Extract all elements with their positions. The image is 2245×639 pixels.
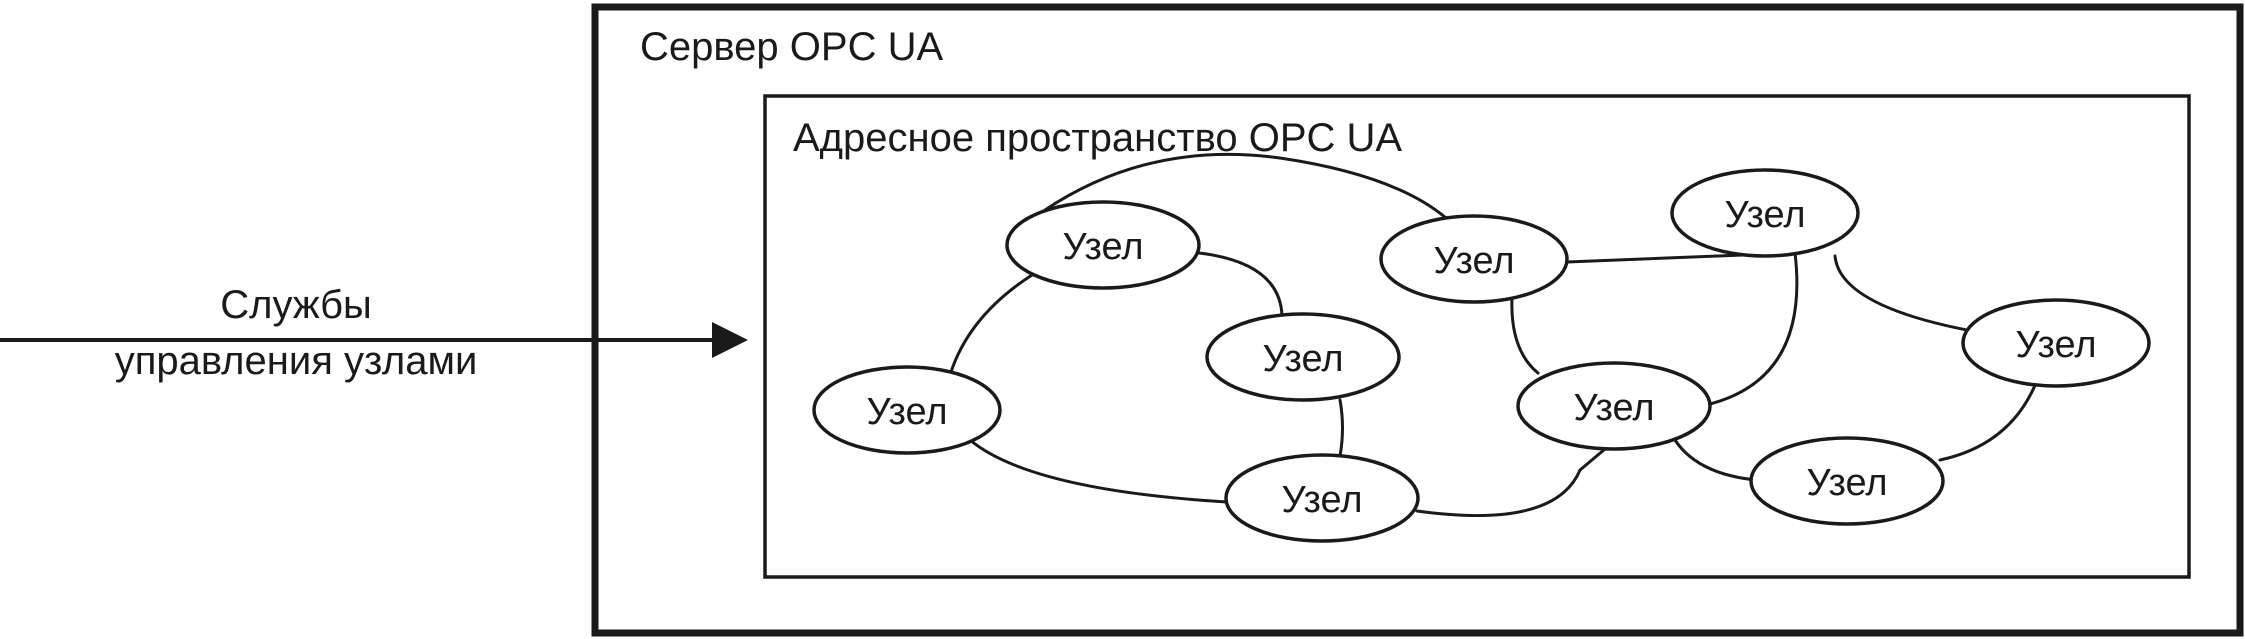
address-space-box xyxy=(763,94,2191,579)
edge-n6-n7 xyxy=(1510,296,1540,375)
node-shape xyxy=(1516,361,1712,451)
node-shape xyxy=(1005,200,1201,290)
services-arrow xyxy=(0,322,748,358)
edge-n5-n7 xyxy=(1704,251,1799,407)
edge-n8-n9 xyxy=(1938,381,2038,462)
node: Узел xyxy=(812,365,1002,455)
node-label: Узел xyxy=(1262,338,1343,380)
services-label-line2: управления узлами xyxy=(115,339,478,383)
node: Узел xyxy=(1749,436,1945,526)
address-space-title: Адресное пространство OPC UA xyxy=(793,116,1402,160)
node: Узел xyxy=(1961,298,2151,388)
node-label: Узел xyxy=(2015,324,2096,366)
node: Узел xyxy=(1224,453,1420,543)
node-shape xyxy=(812,365,1002,455)
node-label: Узел xyxy=(1433,240,1514,282)
node: Узел xyxy=(1670,168,1860,258)
server-box xyxy=(591,3,2244,637)
node-shape xyxy=(1749,436,1945,526)
server-title: Сервер OPC UA xyxy=(640,25,943,69)
node-label: Узел xyxy=(1281,479,1362,521)
edge-n3-n7 xyxy=(1415,447,1607,518)
services-arrow-head xyxy=(712,322,748,358)
node-shape xyxy=(1670,168,1860,258)
edge-n2-n6 xyxy=(1043,152,1448,220)
edge-n2-n4 xyxy=(968,438,1229,504)
node-label: Узел xyxy=(1062,226,1143,268)
edge-n1-n3 xyxy=(1188,250,1284,318)
node-label: Узел xyxy=(1724,194,1805,236)
node: Узел xyxy=(1205,312,1401,402)
node-shape xyxy=(1379,214,1569,304)
edge-n4-n3 xyxy=(1338,398,1344,458)
node-label: Узел xyxy=(1806,462,1887,504)
node-shape xyxy=(1205,312,1401,402)
node: Узел xyxy=(1516,361,1712,451)
node: Узел xyxy=(1379,214,1569,304)
edge-n6-n5 xyxy=(1565,253,1764,264)
services-label-line1: Службы xyxy=(220,283,372,327)
node: Узел xyxy=(1005,200,1201,290)
edge-n1-n2 xyxy=(949,273,1034,374)
edge-n5-n8 xyxy=(1833,254,1997,337)
node-shape xyxy=(1224,453,1420,543)
node-label: Узел xyxy=(1573,387,1654,429)
node-label: Узел xyxy=(866,391,947,433)
node-shape xyxy=(1961,298,2151,388)
